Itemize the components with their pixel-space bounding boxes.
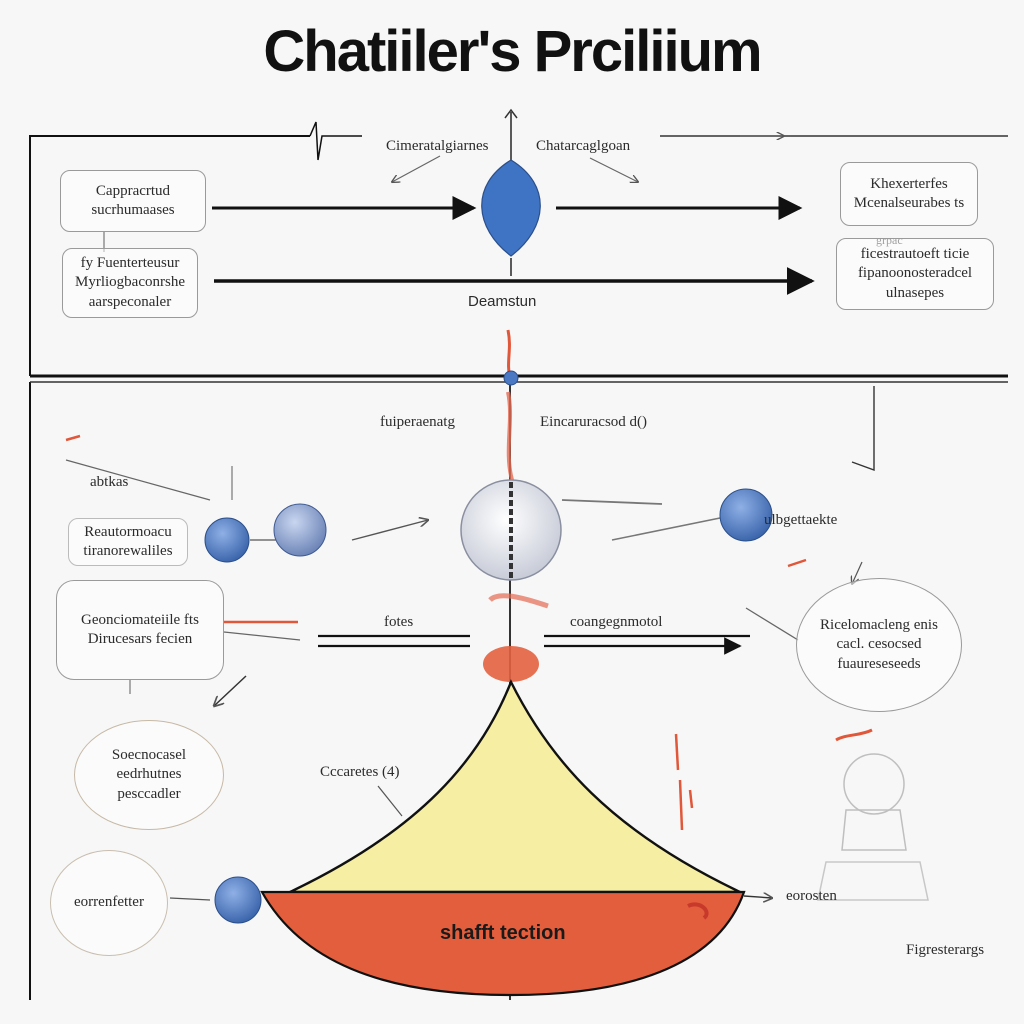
blue-particle [204,517,250,563]
right-bottom-label: eorosten [786,888,837,904]
bottom-band-label: shafft tection [440,922,566,944]
right-circle-label: ulbgettaekte [764,512,838,528]
mid-small-label: fotes [384,614,414,630]
left-circle-label-line: Reautormoacu [84,523,172,540]
top-frame [29,121,1008,378]
mid-double-arrows [129,607,799,706]
red-band [260,890,746,997]
triangle-label: Cccaretes (4) [320,764,400,780]
left-box-3-line: Geonciomateiile fts [81,611,199,628]
left-box-1: Cappracrtud sucrhumaases [60,170,206,232]
yellow-triangle [289,679,741,894]
right-big-circle-line: fuaureseseeds [837,655,921,672]
red-marks [674,728,873,920]
middle-connectors [65,434,863,584]
left-circle-4-line: Soecnocasel [111,746,187,763]
left-box-1-line: sucrhumaases [91,202,175,218]
center-right-label: Eincaruracsod d() [540,414,648,430]
left-box-2-line: fy Fuenterteusur [80,254,180,271]
top-arrows [103,108,815,295]
left-top-label: abtkas [90,474,129,490]
sketch-figure [817,753,929,901]
left-box-2-line: Myrliogbaconrshe [75,274,185,291]
right-big-circle: Ricelomacleng enis cacl. cesocsed fuaure… [796,578,962,712]
left-box-3: Geonciomateiile fts Dirucesars fecien [56,580,224,680]
blue-particle [719,488,773,542]
left-circle-4-line: pesccadler [117,785,181,802]
left-box-2: fy Fuenterteusur Myrliogbaconrshe aarspe… [62,248,198,318]
equilibrium-lens-shape [481,159,541,257]
right-box-2-line: fipanoonosteradcel [857,265,973,282]
right-box-1: Khexerterfes Mcenalseurabes ts [840,162,978,226]
center-label: Deamstun [468,293,537,310]
right-box-1-line: Mcenalseurabes ts [853,195,965,211]
right-box-2: ficestrautoeft ticie fipanoonosteradcel … [836,238,994,310]
bottom-frame [29,381,1008,1000]
red-blob [483,646,539,682]
left-circle-5: eorrenfetter [50,850,168,956]
right-big-circle-line: Ricelomacleng enis [820,616,938,633]
left-circle-4: Soecnocasel eedrhutnes pesccadler [74,720,224,830]
left-box-1-line: Cappracrtud [95,182,171,199]
right-box-1-line: Khexerterfes [870,175,948,192]
blue-particle [273,503,327,557]
left-circle-label-line: tiranorewaliles [83,543,173,559]
top-right-label: Chatarcaglgoan [536,138,631,154]
right-footer-label: Figresterargs [906,942,985,958]
left-circle-label: Reautormoacu tiranorewaliles [68,518,188,566]
left-circle-5-text: eorrenfetter [74,894,144,911]
left-box-3-line: Dirucesars fecien [87,631,193,647]
center-left-label: fuiperaenatg [380,414,455,430]
right-box-2-line: ficestrautoeft ticie [860,245,970,262]
left-circle-4-line: eedrhutnes [116,766,182,783]
top-left-label: Cimeratalgiarnes [386,138,489,154]
right-box-2-line: ulnasepes [885,284,945,301]
right-big-circle-line: cacl. cesocsed [836,636,922,653]
blue-particle [214,876,262,924]
diagram-title: Chatiiler's Prciliium [263,19,762,84]
mid-right-label: coangegnmotol [570,614,663,630]
left-box-2-line: aarspeconaler [88,293,172,310]
